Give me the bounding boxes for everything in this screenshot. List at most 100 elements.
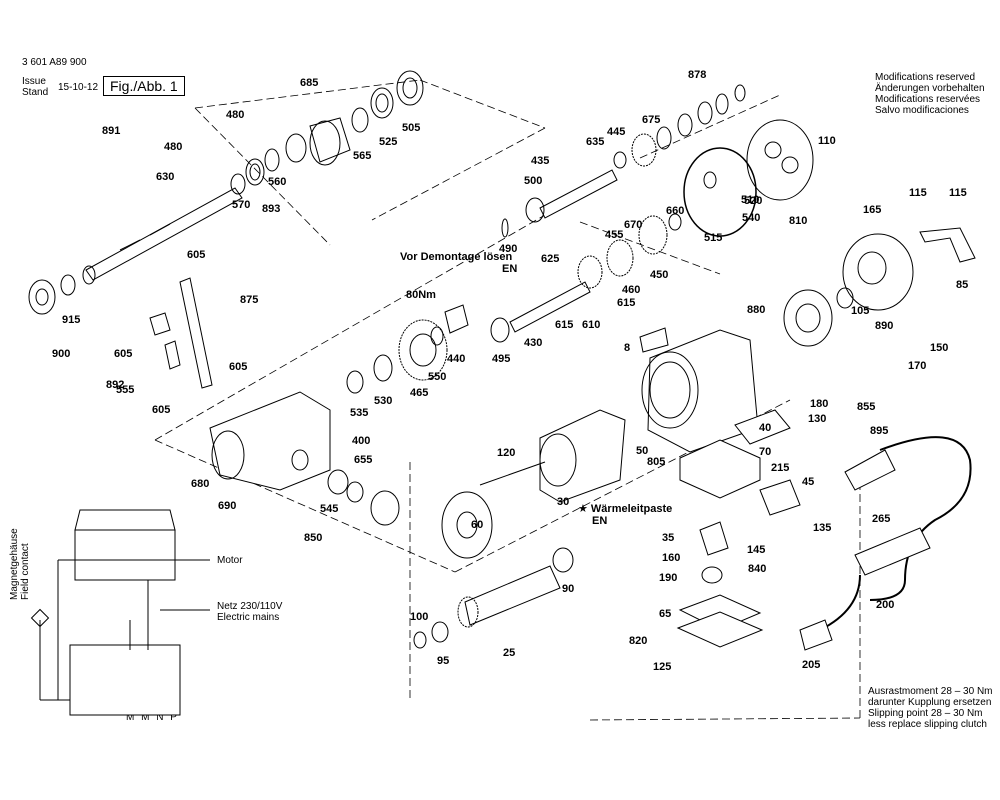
part-label-130: 130 xyxy=(808,413,826,425)
part-label-180: 180 xyxy=(810,398,828,410)
stand-label: Stand xyxy=(22,87,49,98)
part-label-605: 605 xyxy=(114,348,132,360)
part-label-530: 530 xyxy=(374,395,392,407)
part-label-480: 480 xyxy=(226,109,244,121)
part-label-855: 855 xyxy=(857,401,875,413)
wiring-mains-label-2: Electric mains xyxy=(217,612,280,623)
part-label-200: 200 xyxy=(876,599,894,611)
modifications-line-2: Änderungen vorbehalten xyxy=(875,83,985,94)
wiring-schematic xyxy=(30,509,210,716)
part-label-145: 145 xyxy=(747,544,765,556)
part-label-805: 805 xyxy=(647,456,665,468)
part-label-892: 892 xyxy=(106,379,124,391)
part-label-550: 550 xyxy=(428,371,446,383)
part-label-45: 45 xyxy=(802,476,814,488)
part-label-40: 40 xyxy=(759,422,771,434)
part-label-8: 8 xyxy=(624,342,630,354)
part-label-495: 495 xyxy=(492,353,510,365)
part-label-635: 635 xyxy=(586,136,604,148)
electronics-box xyxy=(679,439,761,499)
slip-note-line-4: less replace slipping clutch xyxy=(868,719,987,730)
part-number: 3 601 A89 900 xyxy=(22,57,87,68)
part-label-500: 500 xyxy=(524,175,542,187)
part-label-545: 545 xyxy=(320,503,338,515)
part-label-555: 555 xyxy=(116,384,134,396)
gear-cover xyxy=(746,119,814,201)
gear-465 xyxy=(398,319,448,381)
wiring-terminals-label: M M N P xyxy=(126,712,179,723)
part-label-535: 535 xyxy=(350,407,368,419)
field-coil xyxy=(539,409,626,503)
part-label-265: 265 xyxy=(872,513,890,525)
part-label-670: 670 xyxy=(624,219,642,231)
part-label-125: 125 xyxy=(653,661,671,673)
part-label-490: 490 xyxy=(499,243,517,255)
part-label-810: 810 xyxy=(789,215,807,227)
part-label-625: 625 xyxy=(541,253,559,265)
part-label-895: 895 xyxy=(870,425,888,437)
part-label-893: 893 xyxy=(262,203,280,215)
slip-note-line-3: Slipping point 28 – 30 Nm xyxy=(868,708,983,719)
part-label-505: 505 xyxy=(402,122,420,134)
part-label-605: 605 xyxy=(229,361,247,373)
part-label-165: 165 xyxy=(863,204,881,216)
part-label-615: 615 xyxy=(555,319,573,331)
part-label-100: 100 xyxy=(410,611,428,623)
part-label-570: 570 xyxy=(232,199,250,211)
part-label-675: 675 xyxy=(642,114,660,126)
part-label-515: 515 xyxy=(704,232,722,244)
thermal-paste-note: ★ Wärmeleitpaste xyxy=(578,503,673,515)
part-label-520: 520 xyxy=(744,195,762,207)
rod-assembly xyxy=(179,277,213,389)
issue-label: Issue xyxy=(22,76,46,87)
part-label-840: 840 xyxy=(748,563,766,575)
part-label-440: 440 xyxy=(447,353,465,365)
motor-gear-housing xyxy=(209,391,331,491)
part-label-891: 891 xyxy=(102,125,120,137)
part-label-450: 450 xyxy=(650,269,668,281)
part-label-215: 215 xyxy=(771,462,789,474)
modifications-line-3: Modifications reservées xyxy=(875,94,981,105)
part-label-480: 480 xyxy=(164,141,182,153)
part-label-680: 680 xyxy=(191,478,209,490)
gear-housing xyxy=(842,233,914,311)
part-label-875: 875 xyxy=(240,294,258,306)
issue-date: 15-10-12 xyxy=(58,82,99,93)
spindle-shaft xyxy=(82,187,243,285)
part-label-565: 565 xyxy=(353,150,371,162)
part-label-455: 455 xyxy=(605,229,623,241)
part-label-190: 190 xyxy=(659,572,677,584)
thermal-paste-note-en: EN xyxy=(592,515,608,527)
part-label-160: 160 xyxy=(662,552,680,564)
part-label-465: 465 xyxy=(410,387,428,399)
part-label-435: 435 xyxy=(531,155,549,167)
part-label-30: 30 xyxy=(557,496,569,508)
part-label-25: 25 xyxy=(503,647,515,659)
part-label-60: 60 xyxy=(471,519,483,531)
part-label-120: 120 xyxy=(497,447,515,459)
part-label-150: 150 xyxy=(930,342,948,354)
figure-label: Fig./Abb. 1 xyxy=(103,76,185,96)
part-label-660: 660 xyxy=(666,205,684,217)
selector-knob xyxy=(370,490,400,526)
part-label-115: 115 xyxy=(949,187,967,199)
part-label-135: 135 xyxy=(813,522,831,534)
part-label-85: 85 xyxy=(956,279,968,291)
part-label-890: 890 xyxy=(875,320,893,332)
part-label-560: 560 xyxy=(268,176,286,188)
part-label-510: 510 xyxy=(741,194,759,206)
part-label-400: 400 xyxy=(352,435,370,447)
part-label-690: 690 xyxy=(218,500,236,512)
part-label-110: 110 xyxy=(818,135,836,147)
part-label-115: 115 xyxy=(909,187,927,199)
part-label-460: 460 xyxy=(622,284,640,296)
part-label-605: 605 xyxy=(187,249,205,261)
part-label-205: 205 xyxy=(802,659,820,671)
part-label-70: 70 xyxy=(759,446,771,458)
part-label-655: 655 xyxy=(354,454,372,466)
part-label-900: 900 xyxy=(52,348,70,360)
intermediate-shaft xyxy=(509,281,591,333)
